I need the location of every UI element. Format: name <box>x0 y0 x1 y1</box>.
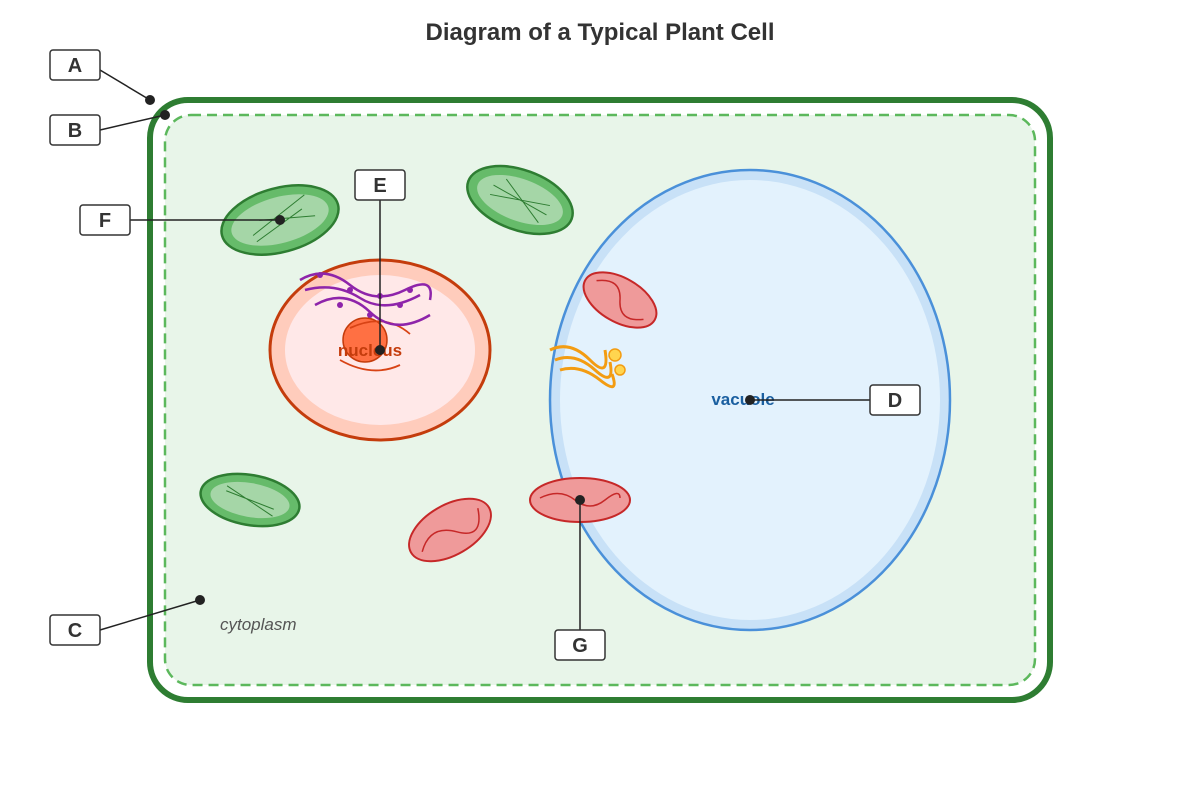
golgi-apparatus <box>549 345 626 389</box>
vacuole-label: vacuole <box>711 390 774 409</box>
svg-text:E: E <box>373 175 386 197</box>
diagram-title: Diagram of a Typical Plant Cell <box>426 19 775 46</box>
pointer-dot-c <box>195 595 205 605</box>
er-curve <box>339 359 401 372</box>
svg-text:D: D <box>888 390 902 412</box>
chromatin <box>299 272 432 327</box>
chloroplast-upper-right <box>466 164 574 236</box>
pointer-dot-a <box>145 95 155 105</box>
leader-line-b <box>99 114 166 131</box>
leader-line-a <box>99 69 151 101</box>
label-e: E <box>354 169 406 201</box>
pointer-dot-e <box>375 345 385 355</box>
label-b: B <box>49 114 101 146</box>
svg-text:F: F <box>99 210 111 232</box>
svg-text:G: G <box>572 635 588 657</box>
pointer-dot-f <box>275 215 285 225</box>
pointer-dot-d <box>745 395 755 405</box>
svg-text:C: C <box>68 620 82 642</box>
label-a: A <box>49 49 101 81</box>
svg-text:B: B <box>68 120 82 142</box>
label-g: G <box>554 629 606 661</box>
pointer-dot-b <box>160 110 170 120</box>
svg-text:A: A <box>68 55 82 77</box>
label-f: F <box>79 204 131 236</box>
mitochondrion-upper <box>582 271 658 329</box>
chloroplast-lower-left <box>199 472 301 528</box>
pointer-dot-g <box>575 495 585 505</box>
mitochondrion-lower-left <box>408 497 492 563</box>
cytoplasm-label: cytoplasm <box>220 615 297 634</box>
nucleus-label: nucleus <box>338 341 402 360</box>
label-d: D <box>869 384 921 416</box>
label-c: C <box>49 614 101 646</box>
leader-line-c <box>99 599 201 631</box>
